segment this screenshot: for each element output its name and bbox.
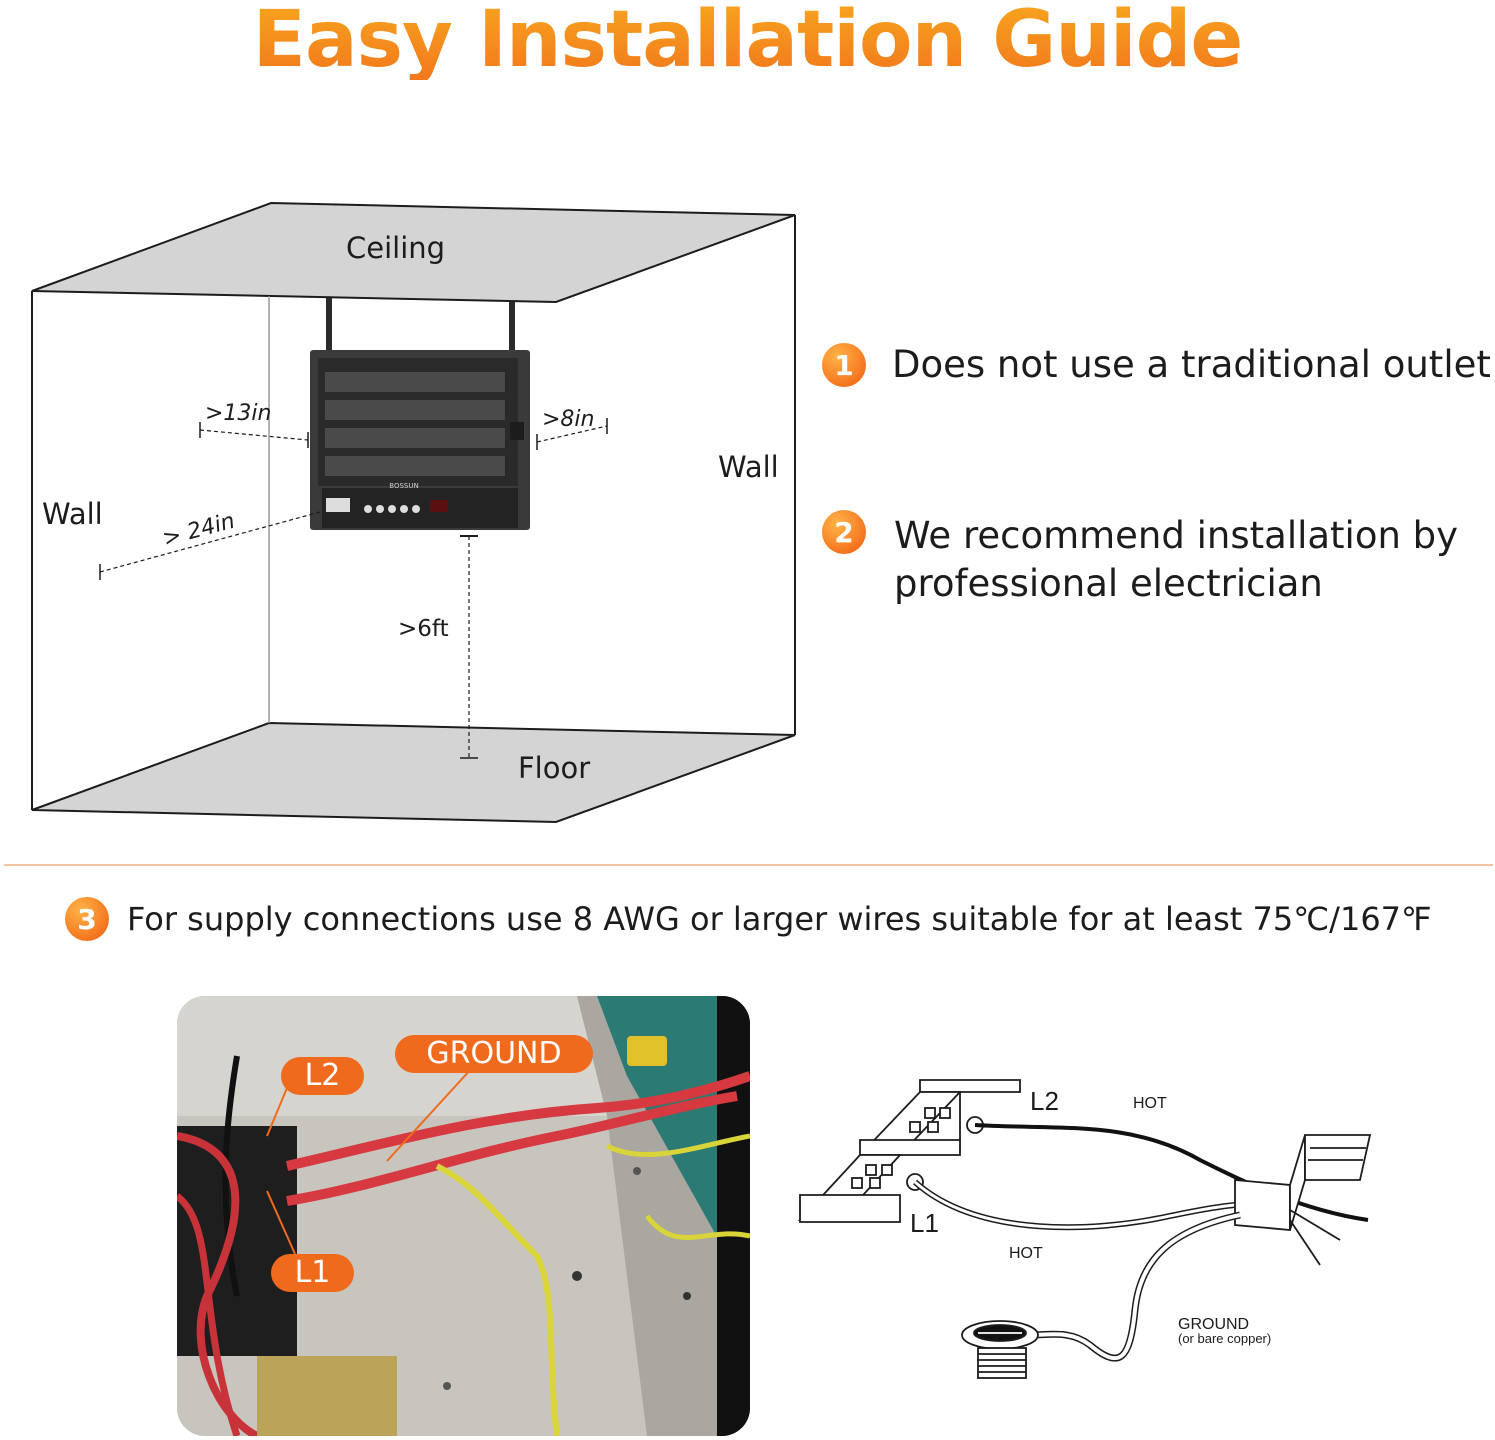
wiring-schematic: L2 L1 HOT HOT GROUND (or bare copper) <box>797 1079 1372 1379</box>
clearance-left-label: >13in <box>205 401 271 426</box>
schematic-l1-label: L1 <box>910 1208 939 1238</box>
bracket-right <box>509 302 515 392</box>
photo-label-ground: GROUND <box>395 1035 593 1073</box>
wiring-photo: L2 GROUND L1 <box>177 996 750 1436</box>
clearance-right-label: >8in <box>542 407 595 432</box>
room-diagram: BOSSUN >13in >8in > 24in >6ft Ceiling Fl… <box>31 201 796 824</box>
bracket-left <box>326 298 332 360</box>
ceiling-label: Ceiling <box>346 231 445 265</box>
terminal-block <box>797 1079 1021 1223</box>
schematic-ground-label: GROUND <box>1178 1316 1249 1333</box>
photo-label-l1: L1 <box>271 1254 354 1292</box>
clearance-front-label: > 24in <box>160 509 237 552</box>
photo-label-l2: L2 <box>281 1057 364 1095</box>
section-divider <box>4 864 1493 866</box>
floor-label: Floor <box>518 751 590 785</box>
note-2-text-line1: We recommend installation by <box>894 514 1459 557</box>
schematic-hot-bottom-label: HOT <box>1009 1245 1043 1262</box>
schematic-l2-label: L2 <box>1030 1086 1059 1116</box>
note-1: 1 Does not use a traditional outlet <box>822 343 1491 389</box>
wall-left-label: Wall <box>42 497 103 531</box>
note-3-text: For supply connections use 8 AWG or larg… <box>127 900 1432 938</box>
note-3: 3 For supply connections use 8 AWG or la… <box>65 897 1431 943</box>
note-2-badge: 2 <box>822 510 866 554</box>
heater-unit: BOSSUN <box>310 350 530 530</box>
clearance-floor-label: >6ft <box>398 616 449 642</box>
page-title: Easy Installation Guide <box>0 0 1495 80</box>
schematic-hot-top-label: HOT <box>1133 1095 1167 1112</box>
note-2: 2 We recommend installation by professio… <box>822 510 1458 608</box>
note-2-text-line2: professional electrician <box>894 562 1323 605</box>
schematic-ground-note: (or bare copper) <box>1178 1331 1271 1346</box>
heater-brand: BOSSUN <box>389 482 418 490</box>
ground-screw <box>961 1320 1039 1379</box>
note-1-text: Does not use a traditional outlet <box>892 343 1491 386</box>
junction-box <box>1234 1134 1372 1266</box>
floor-plane <box>31 721 796 824</box>
wall-right-label: Wall <box>718 450 779 484</box>
note-1-badge: 1 <box>822 343 866 387</box>
note-3-badge: 3 <box>65 897 109 941</box>
